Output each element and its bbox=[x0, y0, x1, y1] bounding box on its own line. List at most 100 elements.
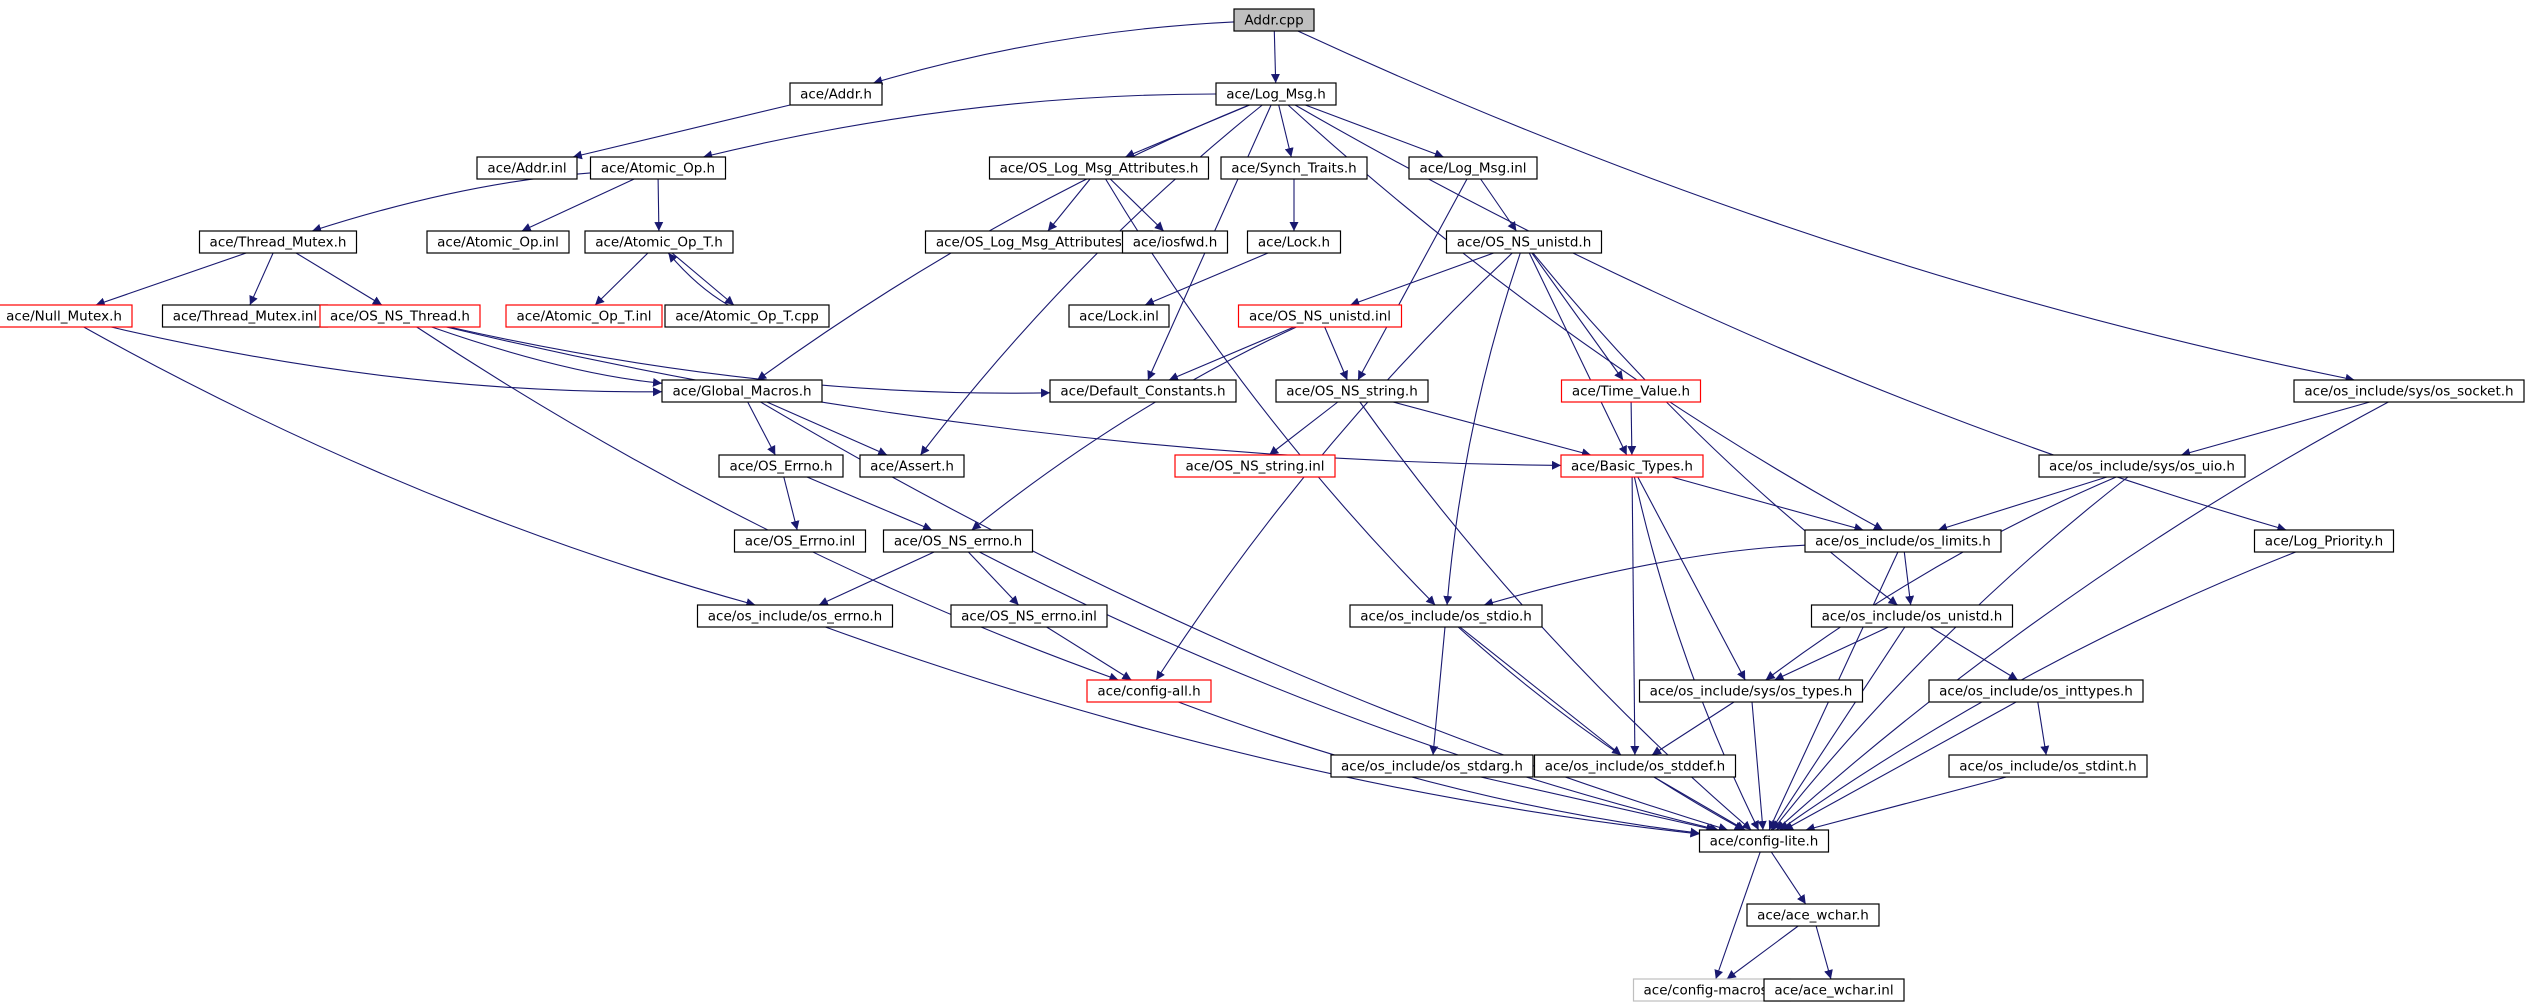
node-box-os_ns_string_h[interactable] bbox=[1275, 379, 1429, 403]
node-box-os_errno_h[interactable] bbox=[718, 454, 844, 478]
node-os_stdint_h[interactable]: ace/os_include/os_stdint.h bbox=[1948, 754, 2148, 778]
node-box-os_uio_h[interactable] bbox=[2038, 454, 2246, 478]
node-box-os_ns_string_inl[interactable] bbox=[1174, 454, 1336, 478]
node-os_ns_thread_h[interactable]: ace/OS_NS_Thread.h bbox=[319, 304, 481, 328]
node-synch_traits_h[interactable]: ace/Synch_Traits.h bbox=[1220, 156, 1368, 180]
node-box-osinc_errno_h[interactable] bbox=[696, 604, 894, 628]
node-atomic_op_h[interactable]: ace/Atomic_Op.h bbox=[589, 156, 727, 180]
node-global_macros_h[interactable]: ace/Global_Macros.h bbox=[661, 379, 823, 403]
node-box-os_ns_unistd_inl[interactable] bbox=[1237, 304, 1403, 328]
node-os_ns_errno_inl[interactable]: ace/OS_NS_errno.inl bbox=[950, 604, 1108, 628]
node-box-synch_traits_h[interactable] bbox=[1220, 156, 1368, 180]
node-basic_types_h[interactable]: ace/Basic_Types.h bbox=[1560, 454, 1704, 478]
node-atomic_op_t_h[interactable]: ace/Atomic_Op_T.h bbox=[584, 230, 734, 254]
node-box-addr_h[interactable] bbox=[789, 82, 883, 106]
node-box-null_mutex_h[interactable] bbox=[0, 304, 133, 328]
node-addr_inl[interactable]: ace/Addr.inl bbox=[476, 156, 578, 180]
node-box-os_stdio_h[interactable] bbox=[1349, 604, 1543, 628]
node-box-atomic_op_inl[interactable] bbox=[426, 230, 570, 254]
node-box-os_limits_h[interactable] bbox=[1804, 529, 2002, 553]
node-os_ns_string_h[interactable]: ace/OS_NS_string.h bbox=[1275, 379, 1429, 403]
node-addr_h[interactable]: ace/Addr.h bbox=[789, 82, 883, 106]
node-log_msg_h[interactable]: ace/Log_Msg.h bbox=[1215, 82, 1337, 106]
node-os_log_msg_attr_inl[interactable]: ace/OS_Log_Msg_Attributes.inl bbox=[924, 230, 1154, 254]
node-atomic_op_inl[interactable]: ace/Atomic_Op.inl bbox=[426, 230, 570, 254]
node-atomic_op_t_cpp[interactable]: ace/Atomic_Op_T.cpp bbox=[664, 304, 830, 328]
node-box-config_lite_h[interactable] bbox=[1698, 829, 1830, 853]
node-box-log_priority_h[interactable] bbox=[2253, 529, 2395, 553]
node-thread_mutex_h[interactable]: ace/Thread_Mutex.h bbox=[198, 230, 358, 254]
node-os_types_h[interactable]: ace/os_include/sys/os_types.h bbox=[1638, 679, 1864, 703]
node-box-ace_wchar_inl[interactable] bbox=[1763, 978, 1905, 1002]
node-box-basic_types_h[interactable] bbox=[1560, 454, 1704, 478]
node-box-addr_inl[interactable] bbox=[476, 156, 578, 180]
node-os_uio_h[interactable]: ace/os_include/sys/os_uio.h bbox=[2038, 454, 2246, 478]
node-os_ns_unistd_h[interactable]: ace/OS_NS_unistd.h bbox=[1445, 230, 1603, 254]
node-box-os_inttypes_h[interactable] bbox=[1928, 679, 2144, 703]
node-box-lock_inl[interactable] bbox=[1068, 304, 1170, 328]
node-box-log_msg_inl[interactable] bbox=[1408, 156, 1538, 180]
edge-config_lite_h-to-ace_wchar_h bbox=[1770, 851, 1807, 905]
node-os_ns_unistd_inl[interactable]: ace/OS_NS_unistd.inl bbox=[1237, 304, 1403, 328]
node-label-os_log_msg_attr_h: ace/OS_Log_Msg_Attributes.h bbox=[1000, 161, 1199, 177]
node-os_stdarg_h[interactable]: ace/os_include/os_stdarg.h bbox=[1330, 754, 1534, 778]
node-box-lock_h[interactable] bbox=[1246, 230, 1342, 254]
node-box-atomic_op_h[interactable] bbox=[589, 156, 727, 180]
node-box-addr_cpp[interactable] bbox=[1233, 8, 1315, 32]
node-box-thread_mutex_h[interactable] bbox=[198, 230, 358, 254]
node-box-ace_wchar_h[interactable] bbox=[1746, 903, 1880, 927]
node-ace_wchar_inl[interactable]: ace/ace_wchar.inl bbox=[1763, 978, 1905, 1002]
node-os_ns_string_inl[interactable]: ace/OS_NS_string.inl bbox=[1174, 454, 1336, 478]
node-osinc_errno_h[interactable]: ace/os_include/os_errno.h bbox=[696, 604, 894, 628]
node-config_lite_h[interactable]: ace/config-lite.h bbox=[1698, 829, 1830, 853]
node-ace_wchar_h[interactable]: ace/ace_wchar.h bbox=[1746, 903, 1880, 927]
node-os_stddef_h[interactable]: ace/os_include/os_stddef.h bbox=[1533, 754, 1737, 778]
node-box-os_stdarg_h[interactable] bbox=[1330, 754, 1534, 778]
node-null_mutex_h[interactable]: ace/Null_Mutex.h bbox=[0, 304, 133, 328]
node-box-os_ns_unistd_h[interactable] bbox=[1445, 230, 1603, 254]
node-box-os_ns_errno_h[interactable] bbox=[882, 529, 1034, 553]
node-lock_h[interactable]: ace/Lock.h bbox=[1246, 230, 1342, 254]
node-box-iosfwd_h[interactable] bbox=[1121, 230, 1229, 254]
edge-atomic_op_h-to-thread_mutex_h bbox=[311, 172, 591, 233]
node-box-atomic_op_t_cpp[interactable] bbox=[664, 304, 830, 328]
node-box-os_errno_inl[interactable] bbox=[733, 529, 867, 553]
node-atomic_op_t_inl[interactable]: ace/Atomic_Op_T.inl bbox=[505, 304, 663, 328]
node-box-os_types_h[interactable] bbox=[1638, 679, 1864, 703]
node-log_msg_inl[interactable]: ace/Log_Msg.inl bbox=[1408, 156, 1538, 180]
node-box-time_value_h[interactable] bbox=[1560, 379, 1702, 403]
node-os_errno_h[interactable]: ace/OS_Errno.h bbox=[718, 454, 844, 478]
node-box-config_all_h[interactable] bbox=[1086, 679, 1212, 703]
node-box-os_stddef_h[interactable] bbox=[1533, 754, 1737, 778]
node-box-log_msg_h[interactable] bbox=[1215, 82, 1337, 106]
node-box-atomic_op_t_inl[interactable] bbox=[505, 304, 663, 328]
node-iosfwd_h[interactable]: ace/iosfwd.h bbox=[1121, 230, 1229, 254]
node-os_ns_errno_h[interactable]: ace/OS_NS_errno.h bbox=[882, 529, 1034, 553]
node-os_errno_inl[interactable]: ace/OS_Errno.inl bbox=[733, 529, 867, 553]
node-os_stdio_h[interactable]: ace/os_include/os_stdio.h bbox=[1349, 604, 1543, 628]
node-thread_mutex_inl[interactable]: ace/Thread_Mutex.inl bbox=[161, 304, 329, 328]
node-box-os_ns_thread_h[interactable] bbox=[319, 304, 481, 328]
node-os_unistd_h[interactable]: ace/os_include/os_unistd.h bbox=[1810, 604, 2014, 628]
node-box-os_log_msg_attr_h[interactable] bbox=[988, 156, 1210, 180]
node-box-global_macros_h[interactable] bbox=[661, 379, 823, 403]
node-os_limits_h[interactable]: ace/os_include/os_limits.h bbox=[1804, 529, 2002, 553]
node-box-os_stdint_h[interactable] bbox=[1948, 754, 2148, 778]
node-box-os_socket_h[interactable] bbox=[2293, 379, 2525, 403]
node-box-os_ns_errno_inl[interactable] bbox=[950, 604, 1108, 628]
node-box-assert_h[interactable] bbox=[859, 454, 965, 478]
node-config_macros_h[interactable]: ace/config-macros.h bbox=[1632, 978, 1792, 1002]
node-config_all_h[interactable]: ace/config-all.h bbox=[1086, 679, 1212, 703]
node-lock_inl[interactable]: ace/Lock.inl bbox=[1068, 304, 1170, 328]
node-os_inttypes_h[interactable]: ace/os_include/os_inttypes.h bbox=[1928, 679, 2144, 703]
node-log_priority_h[interactable]: ace/Log_Priority.h bbox=[2253, 529, 2395, 553]
node-box-os_unistd_h[interactable] bbox=[1810, 604, 2014, 628]
node-os_socket_h[interactable]: ace/os_include/sys/os_socket.h bbox=[2293, 379, 2525, 403]
node-os_log_msg_attr_h[interactable]: ace/OS_Log_Msg_Attributes.h bbox=[988, 156, 1210, 180]
node-addr_cpp[interactable]: Addr.cpp bbox=[1233, 8, 1315, 32]
node-time_value_h[interactable]: ace/Time_Value.h bbox=[1560, 379, 1702, 403]
node-box-atomic_op_t_h[interactable] bbox=[584, 230, 734, 254]
node-assert_h[interactable]: ace/Assert.h bbox=[859, 454, 965, 478]
node-box-default_constants_h[interactable] bbox=[1049, 379, 1237, 403]
node-default_constants_h[interactable]: ace/Default_Constants.h bbox=[1049, 379, 1237, 403]
